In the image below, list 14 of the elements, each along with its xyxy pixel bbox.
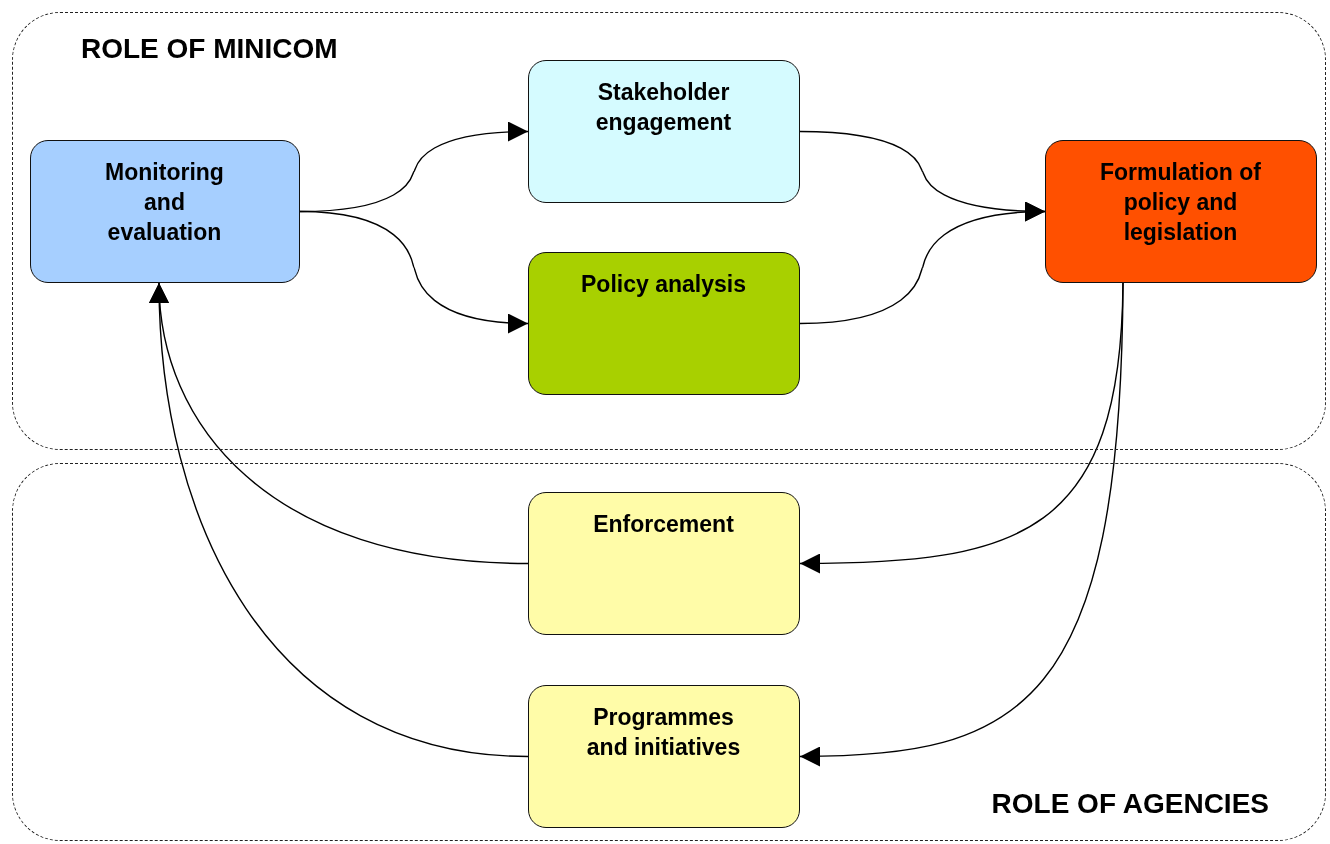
process-box: Programmes and initiatives <box>527 684 800 828</box>
region-title: ROLE OF MINICOM <box>81 33 338 65</box>
curved-arrow <box>799 202 1046 325</box>
process-box: Formulation of policy and legislation <box>1044 139 1317 283</box>
process-box: Enforcement <box>527 491 800 635</box>
curved-arrow <box>149 282 529 758</box>
dashed-region <box>12 12 1326 450</box>
region-title: ROLE OF AGENCIES <box>991 788 1269 820</box>
process-box: Stakeholder engagement <box>527 59 800 203</box>
process-box: Policy analysis <box>527 251 800 395</box>
curved-arrow <box>299 210 529 333</box>
curved-arrow <box>799 282 1124 767</box>
dashed-region <box>12 463 1326 841</box>
process-box: Monitoring and evaluation <box>29 139 300 283</box>
